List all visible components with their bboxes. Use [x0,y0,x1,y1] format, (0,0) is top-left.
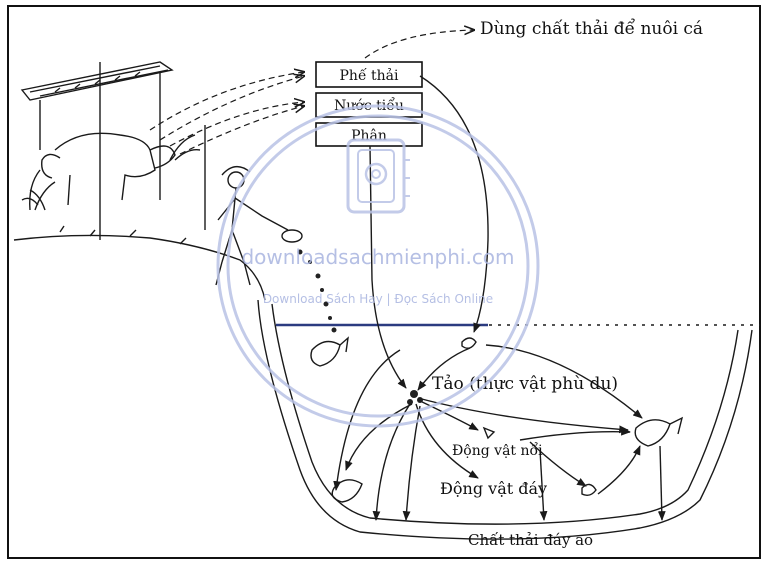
headline-text: Dùng chất thải để nuôi cá [480,19,703,39]
food-web [331,337,684,521]
watermark-tagline: Download Sách Hay | Đọc Sách Online [263,292,493,306]
dashed-flow-arrows [149,30,474,155]
manure-box-label: Phân [351,128,387,144]
waste-particles [297,249,337,333]
waste-box: Phế thải [315,61,423,88]
waste-box-label: Phế thải [340,67,399,84]
fish-icon [310,336,349,367]
zooplankton-label: Động vật nổi [452,441,543,459]
watermark-site: downloadsachmienphi.com [241,245,514,269]
watermark-seal: downloadsachmienphi.com Download Sách Ha… [216,104,540,428]
animal-shed-illustration [13,61,266,301]
manure-box: Phân [315,122,423,147]
pond-outline [257,299,760,540]
pond-bottom-label: Chất thải đáy ao [468,531,593,549]
frame-border [7,5,761,559]
benthos-label: Động vật đáy [440,479,547,498]
input-arrows [369,75,489,389]
book-icon [346,138,410,214]
